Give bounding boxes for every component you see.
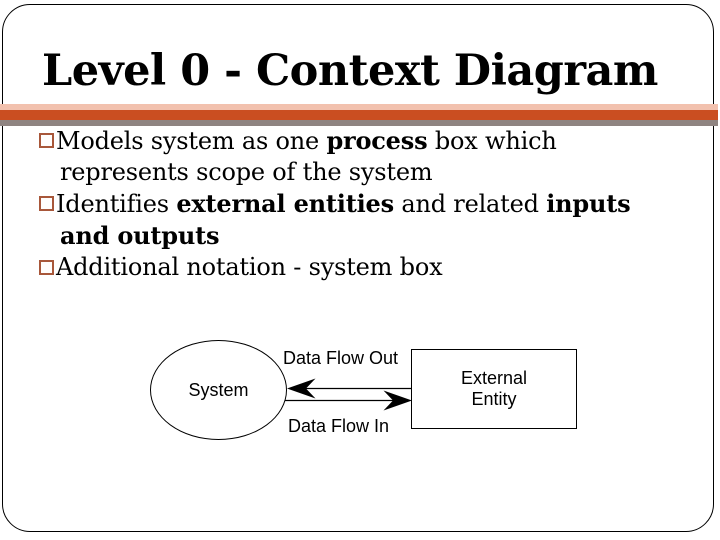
bullet-square-icon xyxy=(39,260,54,275)
bullet-text-segment: and outputs xyxy=(60,221,220,250)
slide-frame xyxy=(2,4,714,532)
entity-label-line2: Entity xyxy=(471,389,517,409)
bullet-continuation-line: represents scope of the system xyxy=(39,157,709,188)
external-entity-node: External Entity xyxy=(411,349,577,429)
bullet-text-segment: represents scope of the system xyxy=(60,158,433,186)
bullet-text-segment: process xyxy=(326,126,428,155)
title-divider xyxy=(0,104,718,126)
bullet-text-segment: inputs xyxy=(546,189,631,218)
flow-in-label: Data Flow In xyxy=(288,416,390,436)
bullet-text-segment: Identifies xyxy=(56,190,177,218)
bullet-square-icon xyxy=(39,133,54,148)
system-process-node: System xyxy=(150,340,287,440)
bullet-text-segment: Models system as one xyxy=(56,127,327,155)
entity-label-line1: External xyxy=(460,368,528,388)
rule-bottom-stripe xyxy=(0,120,718,126)
rule-middle-stripe xyxy=(0,110,718,120)
bullet-item: Models system as one process box which xyxy=(39,125,709,157)
bullet-continuation-line: and outputs xyxy=(39,220,709,252)
bullet-text-segment: external entities xyxy=(176,189,394,218)
flow-out-arrowhead-icon xyxy=(287,378,316,399)
bullet-square-icon xyxy=(39,196,54,211)
rule-top-stripe xyxy=(0,104,718,110)
bullet-item: Additional notation - system box xyxy=(39,252,709,283)
system-label: System xyxy=(188,379,249,400)
slide-title: Level 0 - Context Diagram xyxy=(42,46,658,96)
flow-in-arrowhead-icon xyxy=(383,390,412,411)
bullet-item: Identifies external entities and related… xyxy=(39,188,709,220)
bullet-text-segment: and related xyxy=(393,190,547,218)
flow-out-label: Data Flow Out xyxy=(283,348,399,368)
bullet-text-segment: box which xyxy=(427,127,557,155)
bullet-text-segment: Additional notation - system box xyxy=(56,253,443,281)
